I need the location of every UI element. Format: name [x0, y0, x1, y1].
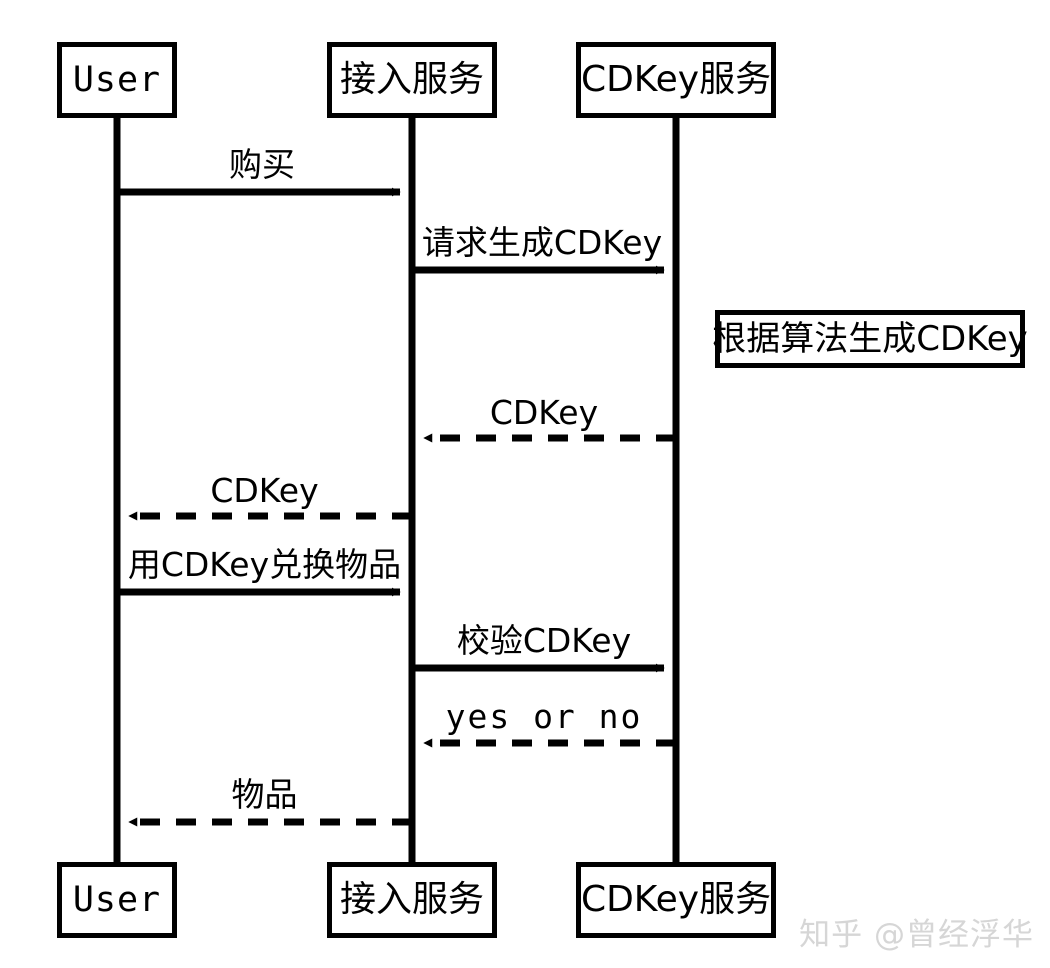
- message-label-2: 请求生成CDKey: [421, 223, 663, 262]
- message-label-6: 校验CDKey: [456, 621, 632, 660]
- participant-label-access-service-bottom: 接入服务: [339, 879, 484, 920]
- participant-box-access-service-bottom[interactable]: 接入服务: [327, 862, 497, 938]
- message-label-4: CDKey: [210, 471, 319, 510]
- participant-box-access-service-top[interactable]: 接入服务: [327, 42, 497, 118]
- message-label-5: 用CDKey兑换物品: [127, 545, 402, 584]
- watermark: 知乎 @曾经浮华: [799, 917, 1034, 953]
- participant-label-user-top: User: [72, 59, 162, 100]
- participant-label-user-bottom: User: [72, 879, 162, 920]
- participant-box-user-bottom[interactable]: User: [57, 862, 177, 938]
- participant-label-cdkey-service-bottom: CDKey服务: [580, 879, 772, 920]
- message-label-8: 物品: [231, 775, 298, 814]
- note-box-algorithm: 根据算法生成CDKey: [712, 310, 1028, 368]
- message-label-3: CDKey: [489, 393, 599, 432]
- participant-box-user-top[interactable]: User: [57, 42, 177, 118]
- participant-box-cdkey-service-top[interactable]: CDKey服务: [576, 42, 776, 118]
- participant-box-cdkey-service-bottom[interactable]: CDKey服务: [576, 862, 776, 938]
- message-label-7: yes or no: [445, 697, 643, 736]
- note-label-algorithm: 根据算法生成CDKey: [712, 319, 1028, 359]
- participant-label-access-service-top: 接入服务: [339, 59, 484, 100]
- message-arrows: [117, 187, 676, 827]
- message-label-1: 购买: [229, 145, 295, 184]
- participant-label-cdkey-service-top: CDKey服务: [580, 59, 772, 100]
